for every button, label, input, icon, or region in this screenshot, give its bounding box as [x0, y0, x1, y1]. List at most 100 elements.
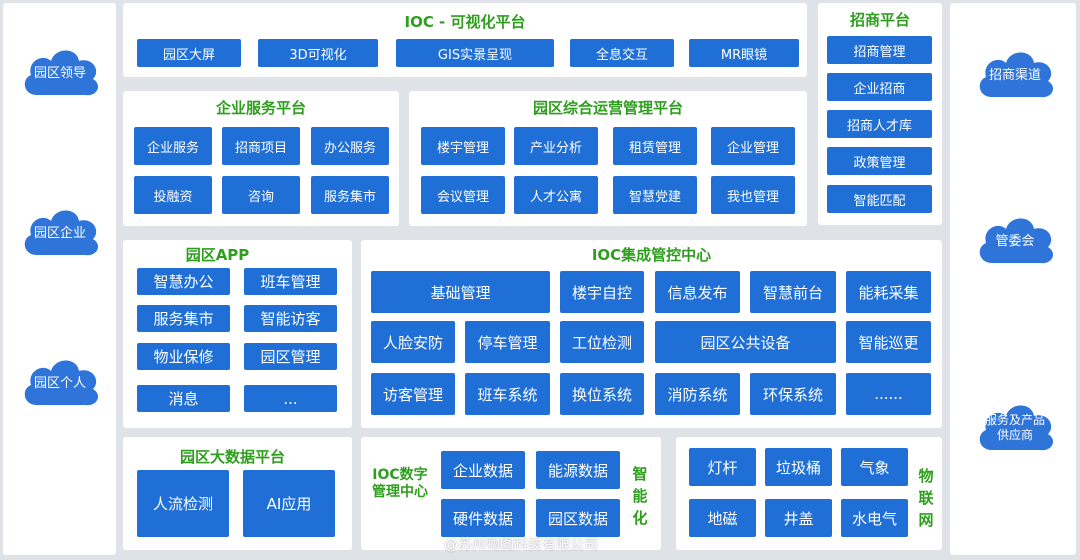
- enterprise-service-panel: 企业服务平台 企业服务 招商项目 办公服务 投融资 咨询 服务集市: [123, 91, 399, 226]
- module-button[interactable]: 服务集市: [137, 305, 230, 332]
- module-button[interactable]: 换位系统: [560, 373, 644, 415]
- module-button[interactable]: 企业服务: [134, 127, 212, 165]
- cloud-icon: [979, 405, 1054, 451]
- role-label: 园区领导: [33, 65, 86, 81]
- module-button[interactable]: AI应用: [243, 470, 335, 537]
- module-button[interactable]: 硬件数据: [441, 499, 525, 537]
- panel-title: IOC集成管控中心: [591, 246, 712, 264]
- module-button[interactable]: 智慧办公: [137, 268, 230, 295]
- cloud-role-individual[interactable]: 园区个人: [17, 351, 103, 415]
- module-button[interactable]: 我也管理: [711, 176, 795, 214]
- module-button[interactable]: 产业分析: [514, 127, 598, 165]
- module-button[interactable]: 园区公共设备: [655, 321, 836, 363]
- panel-title: 园区大数据平台: [179, 448, 285, 466]
- module-button[interactable]: 气象: [841, 448, 908, 486]
- module-button[interactable]: 停车管理: [465, 321, 550, 363]
- role-label: 园区个人: [33, 375, 86, 391]
- module-button[interactable]: 办公服务: [311, 127, 389, 165]
- module-button[interactable]: 消息: [137, 385, 230, 412]
- module-button[interactable]: 班车系统: [465, 373, 550, 415]
- module-button[interactable]: 会议管理: [421, 176, 505, 214]
- module-button[interactable]: 招商人才库: [827, 110, 932, 138]
- module-button[interactable]: 人脸安防: [371, 321, 455, 363]
- panel-title: 企业服务平台: [215, 99, 306, 117]
- module-button[interactable]: ...: [244, 385, 337, 412]
- left-roles-column: 园区领导 园区企业 园区个人: [3, 3, 116, 555]
- module-button[interactable]: 企业招商: [827, 73, 932, 101]
- module-button[interactable]: 智能访客: [244, 305, 337, 332]
- module-button[interactable]: 水电气: [841, 499, 908, 537]
- cloud-role-committee[interactable]: 管委会: [972, 209, 1058, 273]
- module-button[interactable]: ......: [846, 373, 931, 415]
- iot-panel: 灯杆 垃圾桶 气象 地磁 井盖 水电气 物联网: [676, 437, 942, 550]
- zhaoshang-platform-panel: 招商平台 招商管理 企业招商 招商人才库 政策管理 智能匹配: [818, 3, 942, 225]
- module-button[interactable]: 消防系统: [655, 373, 740, 415]
- panel-title: 园区综合运营管理平台: [532, 99, 683, 117]
- module-button[interactable]: 租赁管理: [613, 127, 697, 165]
- module-button[interactable]: 井盖: [765, 499, 832, 537]
- module-button[interactable]: 工位检测: [560, 321, 644, 363]
- role-label: 服务及产品供应商: [984, 413, 1045, 442]
- module-button[interactable]: 服务集市: [311, 176, 389, 214]
- park-operation-panel: 园区综合运营管理平台 楼宇管理 产业分析 租赁管理 企业管理 会议管理 人才公寓…: [409, 91, 807, 226]
- cloud-role-supplier[interactable]: 服务及产品供应商: [972, 395, 1058, 461]
- module-button[interactable]: 信息发布: [655, 271, 740, 313]
- role-label: 园区企业: [33, 225, 86, 241]
- watermark-text: @苏州物图科技有限公司: [444, 537, 598, 553]
- module-button[interactable]: GIS实景呈现: [396, 39, 554, 67]
- park-app-panel: 园区APP 智慧办公 班车管理 服务集市 智能访客 物业保修 园区管理 消息 .…: [123, 240, 352, 428]
- ioc-control-center-panel: IOC集成管控中心 基础管理 楼宇自控 信息发布 智慧前台 能耗采集 人脸安防 …: [361, 240, 942, 428]
- module-button[interactable]: 智慧党建: [613, 176, 697, 214]
- module-button[interactable]: 灯杆: [689, 448, 756, 486]
- module-button[interactable]: 能耗采集: [846, 271, 931, 313]
- module-button[interactable]: 3D可视化: [258, 39, 378, 67]
- big-data-panel: 园区大数据平台 人流检测 AI应用: [123, 437, 352, 550]
- section-label: IOC数字管理中心: [372, 467, 428, 500]
- panel-title: 园区APP: [185, 246, 250, 264]
- module-button[interactable]: 招商管理: [827, 36, 932, 64]
- module-button[interactable]: 招商项目: [222, 127, 300, 165]
- digital-management-panel: IOC数字管理中心 企业数据 能源数据 硬件数据 园区数据 智能化: [361, 437, 661, 550]
- module-button[interactable]: 地磁: [689, 499, 756, 537]
- cloud-role-leader[interactable]: 园区领导: [17, 41, 103, 105]
- cloud-icon: [979, 218, 1054, 264]
- module-button[interactable]: 咨询: [222, 176, 300, 214]
- ioc-visualization-panel: IOC - 可视化平台 园区大屏 3D可视化 GIS实景呈现 全息交互 MR眼镜: [123, 3, 807, 77]
- module-button[interactable]: 园区数据: [536, 499, 620, 537]
- module-button[interactable]: 园区大屏: [137, 39, 241, 67]
- module-button[interactable]: MR眼镜: [689, 39, 799, 67]
- module-button[interactable]: 企业数据: [441, 451, 525, 489]
- panel-title: 招商平台: [849, 11, 910, 29]
- module-button[interactable]: 智慧前台: [750, 271, 836, 313]
- cloud-icon: [24, 50, 99, 96]
- side-label: 物联网: [918, 467, 934, 529]
- module-button[interactable]: 物业保修: [137, 343, 230, 370]
- module-button[interactable]: 智能匹配: [827, 185, 932, 213]
- module-button[interactable]: 投融资: [134, 176, 212, 214]
- module-button[interactable]: 垃圾桶: [765, 448, 832, 486]
- role-label: 招商渠道: [988, 67, 1041, 83]
- role-label: 管委会: [995, 233, 1035, 249]
- right-roles-column: 招商渠道 管委会 服务及产品供应商: [950, 3, 1076, 555]
- module-button[interactable]: 能源数据: [536, 451, 620, 489]
- cloud-role-channel[interactable]: 招商渠道: [972, 43, 1058, 107]
- cloud-icon: [24, 360, 99, 406]
- module-button[interactable]: 人流检测: [137, 470, 229, 537]
- module-button[interactable]: 企业管理: [711, 127, 795, 165]
- cloud-icon: [979, 52, 1054, 98]
- cloud-icon: [24, 210, 99, 256]
- module-button[interactable]: 智能巡更: [846, 321, 931, 363]
- module-button[interactable]: 基础管理: [371, 271, 550, 313]
- module-button[interactable]: 访客管理: [371, 373, 455, 415]
- module-button[interactable]: 班车管理: [244, 268, 337, 295]
- module-button[interactable]: 楼宇管理: [421, 127, 505, 165]
- panel-title: IOC - 可视化平台: [404, 13, 526, 31]
- side-label: 智能化: [632, 465, 648, 527]
- module-button[interactable]: 政策管理: [827, 147, 932, 175]
- module-button[interactable]: 园区管理: [244, 343, 337, 370]
- module-button[interactable]: 环保系统: [750, 373, 836, 415]
- module-button[interactable]: 楼宇自控: [560, 271, 644, 313]
- cloud-role-enterprise[interactable]: 园区企业: [17, 201, 103, 265]
- module-button[interactable]: 人才公寓: [514, 176, 598, 214]
- module-button[interactable]: 全息交互: [570, 39, 674, 67]
